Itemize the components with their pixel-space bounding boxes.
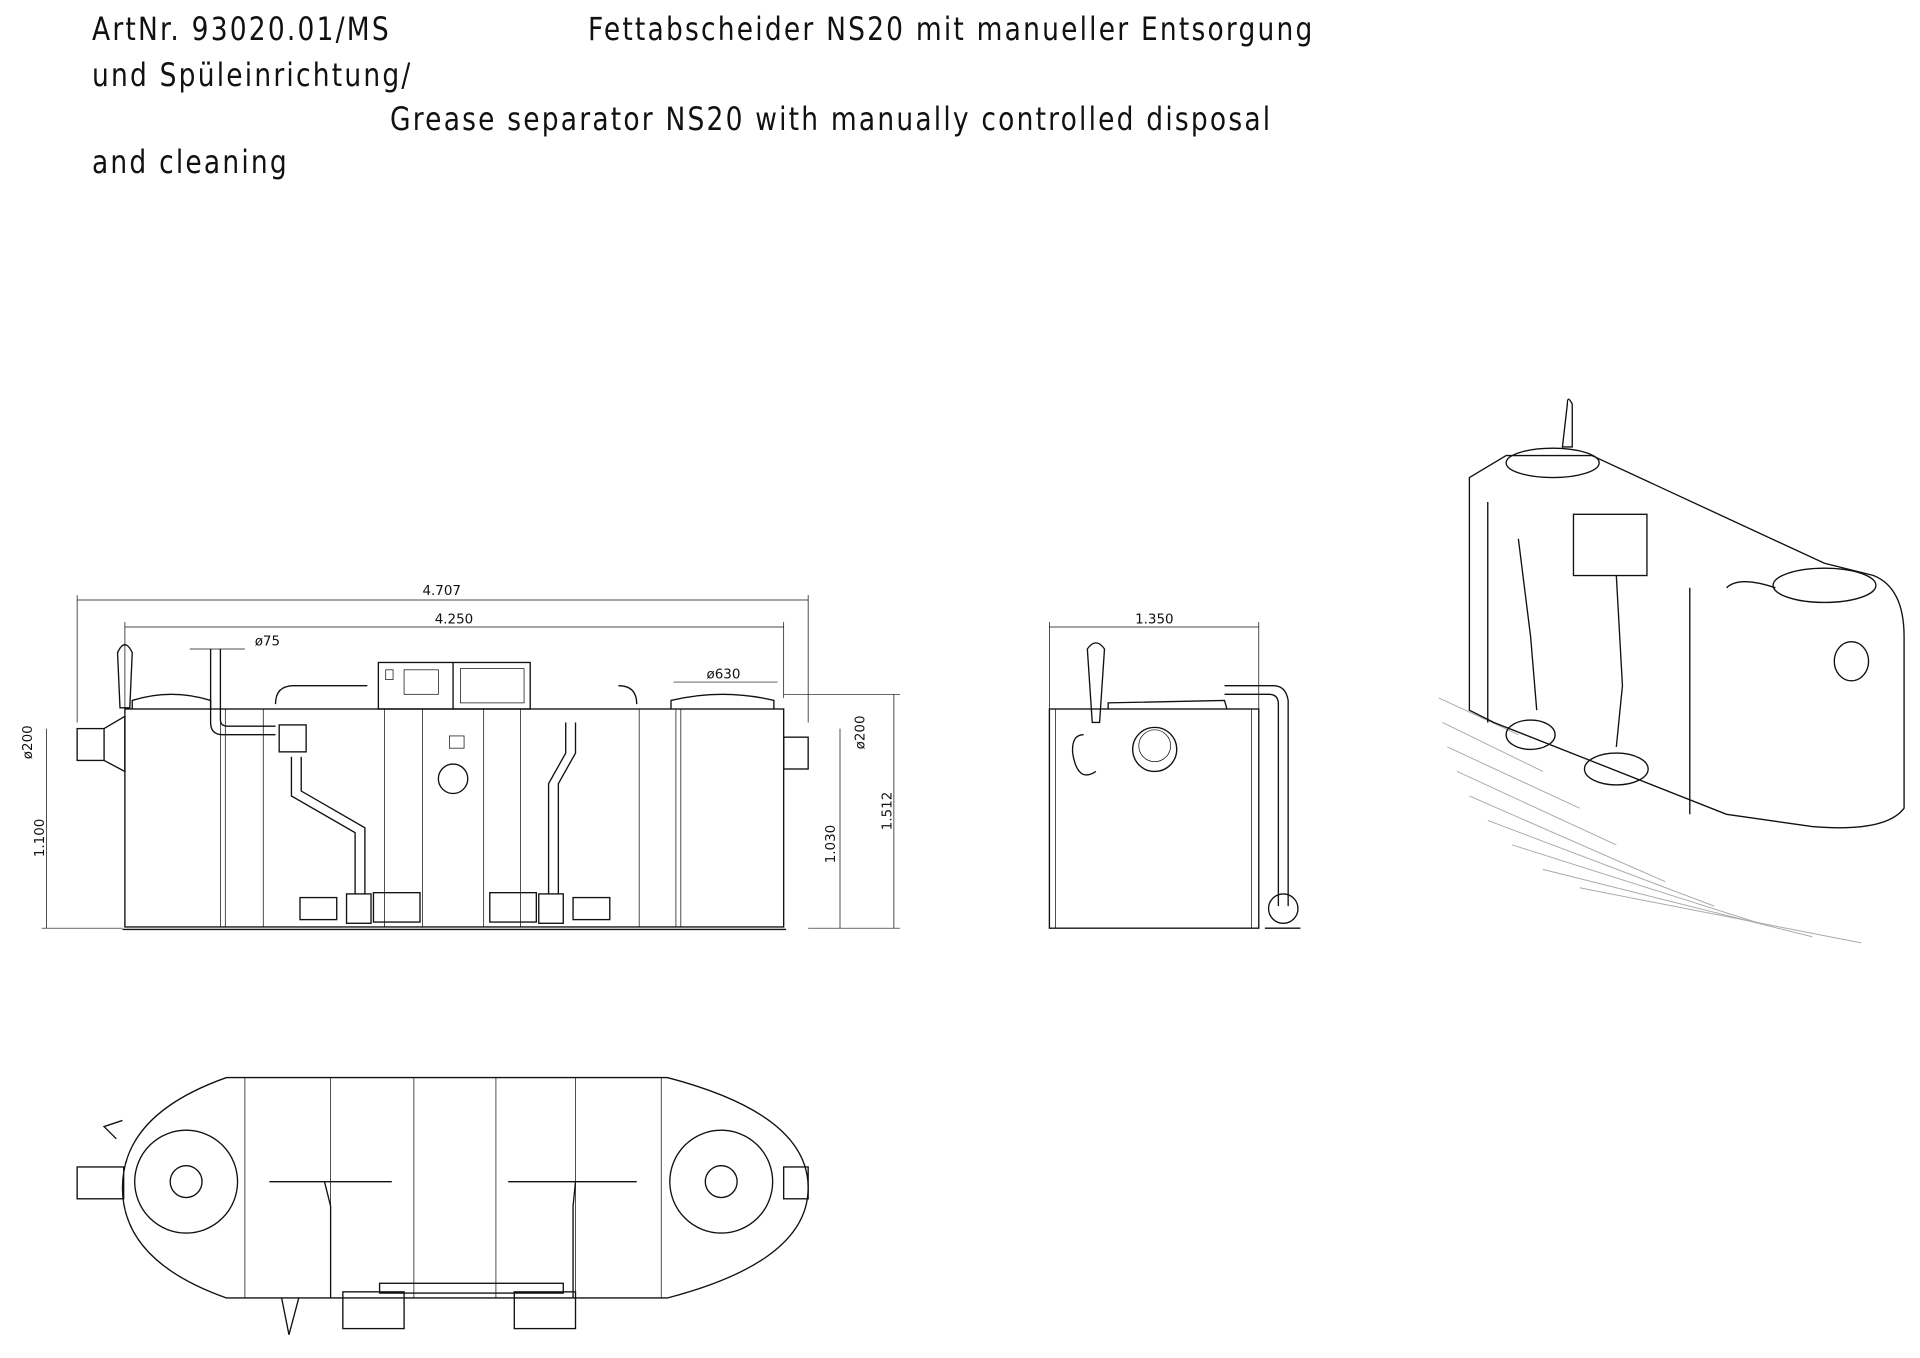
title-german-line1: Fettabscheider NS20 mit manueller Entsor… bbox=[588, 10, 1315, 48]
art-number: ArtNr. 93020.01/MS bbox=[92, 10, 391, 48]
dim-vent-diameter: ø75 bbox=[255, 634, 280, 649]
dim-outlet-diameter: ø200 bbox=[853, 715, 868, 749]
side-view: 1.350 bbox=[1048, 612, 1301, 929]
title-english-line1: Grease separator NS20 with manually cont… bbox=[390, 100, 1273, 138]
title-english-line2: and cleaning bbox=[92, 143, 289, 181]
dim-total-height: 1.512 bbox=[880, 792, 895, 831]
dim-cover-diameter: ø630 bbox=[707, 667, 741, 682]
dim-outlet-height: 1.030 bbox=[824, 825, 839, 864]
dim-overall-length: 4.707 bbox=[422, 584, 461, 599]
top-view bbox=[76, 1076, 809, 1335]
dim-inlet-diameter: ø200 bbox=[21, 725, 36, 759]
dim-body-length: 4.250 bbox=[435, 612, 474, 627]
isometric-view bbox=[1438, 398, 1905, 944]
front-view: 4.707 4.250 ø75 ø630 ø200 1.100 ø200 1.0… bbox=[21, 584, 900, 931]
dim-inlet-height: 1.100 bbox=[33, 819, 48, 858]
dim-side-width: 1.350 bbox=[1135, 612, 1174, 627]
title-german-line2: und Spüleinrichtung/ bbox=[92, 56, 413, 94]
